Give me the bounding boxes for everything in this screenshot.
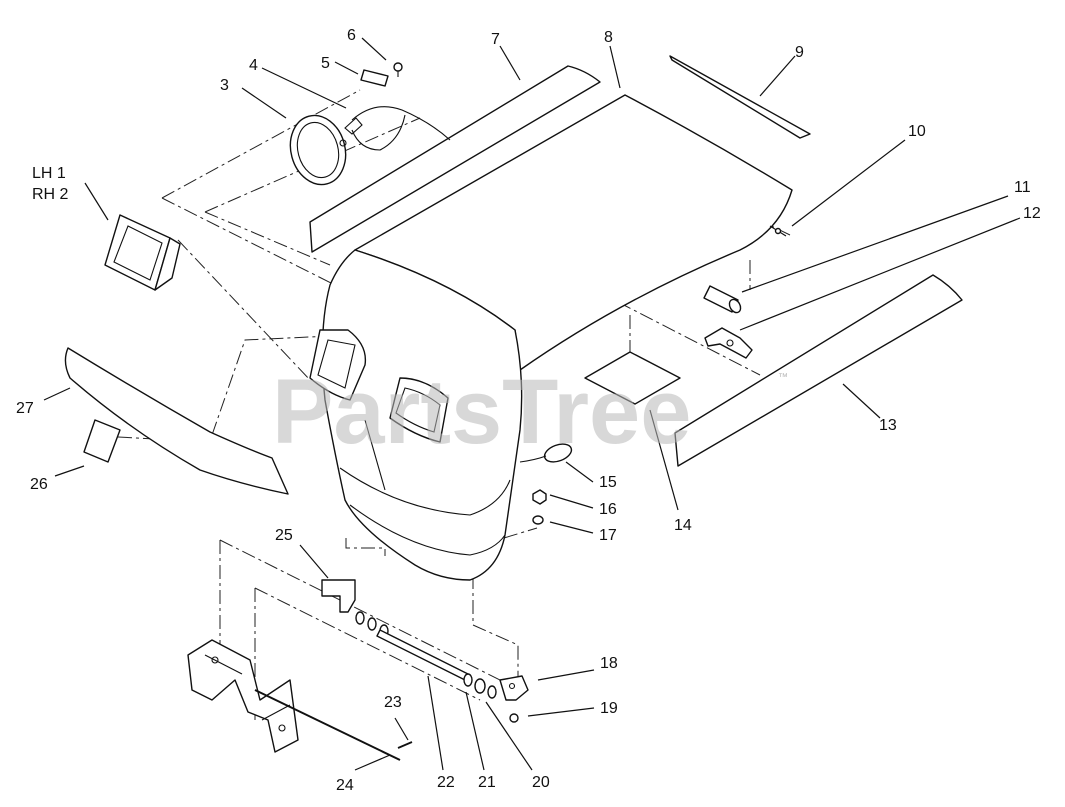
part-26-reflector[interactable] xyxy=(83,419,121,463)
callout-7: 7 xyxy=(491,31,500,48)
callout-rh2: RH 2 xyxy=(32,186,69,203)
callout-3: 3 xyxy=(220,77,229,94)
hood-headlight-openings xyxy=(309,329,449,443)
callout-26: 26 xyxy=(30,476,48,493)
part-27-bumper-strip[interactable] xyxy=(64,347,289,495)
callout-27: 27 xyxy=(16,400,34,417)
watermark: PartsTree ™ xyxy=(272,361,788,463)
callout-23: 23 xyxy=(384,694,402,711)
part-13-side-panel[interactable] xyxy=(674,274,963,467)
callout-15: 15 xyxy=(599,474,617,491)
part-5-bracket[interactable] xyxy=(360,69,389,87)
part-12-latch[interactable] xyxy=(704,327,753,359)
part-20-bushing[interactable] xyxy=(474,678,497,699)
part-18-bracket[interactable] xyxy=(499,675,529,701)
callout-10: 10 xyxy=(908,123,926,140)
part-17-washer[interactable] xyxy=(532,515,544,525)
callout-21: 21 xyxy=(478,774,496,791)
callout-24: 24 xyxy=(336,777,354,794)
part-16-nut[interactable] xyxy=(532,489,547,505)
part-24-rod[interactable] xyxy=(254,689,401,761)
callout-14: 14 xyxy=(674,517,692,534)
part-14-pad[interactable] xyxy=(584,351,681,405)
callout-19: 19 xyxy=(600,700,618,717)
callout-22: 22 xyxy=(437,774,455,791)
part-15-knob[interactable] xyxy=(519,441,574,466)
part-7-side-panel[interactable] xyxy=(309,65,601,253)
part-9-decal[interactable] xyxy=(669,55,811,139)
part-23-pin[interactable] xyxy=(397,741,413,749)
watermark-trademark: ™ xyxy=(778,372,788,383)
callout-25: 25 xyxy=(275,527,293,544)
callout-9: 9 xyxy=(795,44,804,61)
part-11-spacer[interactable] xyxy=(703,285,743,315)
mounting-frame[interactable] xyxy=(187,639,299,753)
part-6-screw[interactable] xyxy=(393,62,403,77)
callout-11: 11 xyxy=(1014,179,1031,196)
callout-6: 6 xyxy=(347,27,356,44)
callout-4: 4 xyxy=(249,57,258,74)
callout-18: 18 xyxy=(600,655,618,672)
part-25-bracket[interactable] xyxy=(321,579,356,613)
callout-16: 16 xyxy=(599,501,617,518)
part-3-headlight[interactable] xyxy=(283,109,353,191)
part-4-wire-harness[interactable] xyxy=(344,106,451,151)
leader-lines xyxy=(43,37,1021,771)
part-19-screw[interactable] xyxy=(509,713,519,723)
part-21-washer[interactable] xyxy=(463,673,473,687)
watermark-text: PartsTree xyxy=(272,361,691,463)
callout-5: 5 xyxy=(321,55,330,72)
callout-8: 8 xyxy=(604,29,613,46)
part-10-pin[interactable] xyxy=(769,225,787,237)
callout-12: 12 xyxy=(1023,205,1041,222)
callout-17: 17 xyxy=(599,527,617,544)
part-1-2-headlight-housing[interactable] xyxy=(104,214,181,291)
callout-20: 20 xyxy=(532,774,550,791)
callout-lh1: LH 1 xyxy=(32,165,66,182)
callout-13: 13 xyxy=(879,417,897,434)
callout-labels: LH 1 RH 2 3 4 5 6 7 8 9 10 11 12 13 14 1… xyxy=(16,27,1041,794)
